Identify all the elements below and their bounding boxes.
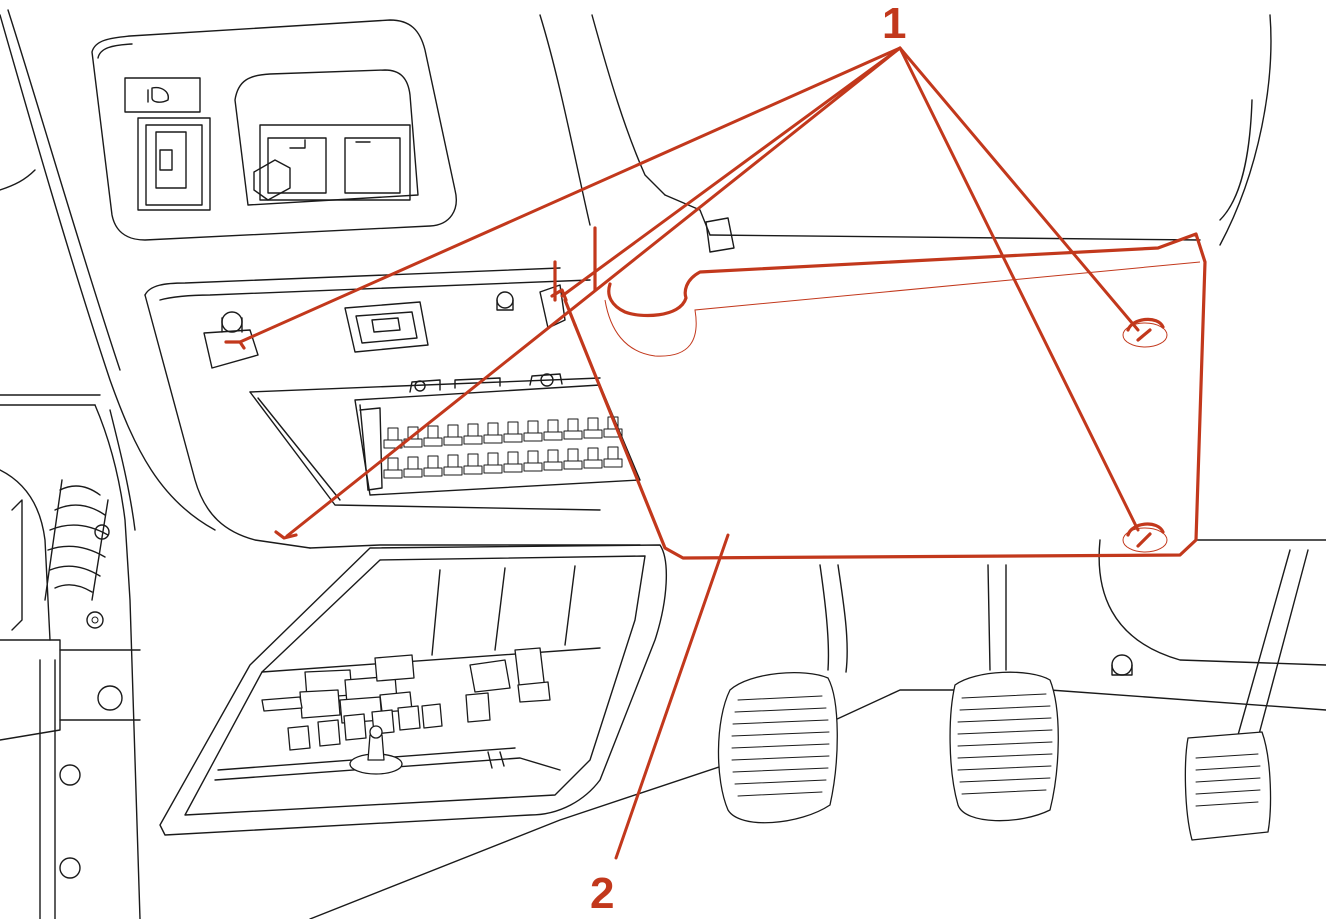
- relay-tray: [159, 544, 667, 836]
- screw-upper-right: [1122, 317, 1168, 348]
- brake-pedal: [949, 564, 1133, 822]
- clutch-pedal: [717, 564, 848, 824]
- screw-lower-right: [1122, 522, 1168, 553]
- accelerator-pedal-ribs: [1195, 753, 1261, 807]
- clutch-pedal-ribs: [731, 695, 830, 797]
- lower-dash-trim-panel: [553, 226, 1207, 560]
- a-pillar-and-door-frame: [0, 9, 216, 919]
- dash-lower-frame: [144, 14, 1326, 919]
- accelerator-pedal: [1184, 549, 1309, 841]
- fuse-row-upper: [383, 416, 623, 449]
- brake-pedal-ribs: [957, 693, 1053, 795]
- screw-lower-left: [274, 530, 298, 540]
- callout-2-label: 2: [590, 869, 614, 918]
- fastening-screws: [224, 288, 1168, 553]
- relays: [261, 647, 551, 775]
- screw-mid-left: [550, 288, 568, 302]
- callout-1-leaders: [238, 46, 1140, 538]
- fuse-row-lower: [383, 446, 623, 479]
- callout-1-label: 1: [882, 0, 906, 48]
- fuse-box: [354, 373, 641, 496]
- callout-2-leader: [614, 533, 730, 860]
- instrument-switch-panel: [91, 19, 457, 241]
